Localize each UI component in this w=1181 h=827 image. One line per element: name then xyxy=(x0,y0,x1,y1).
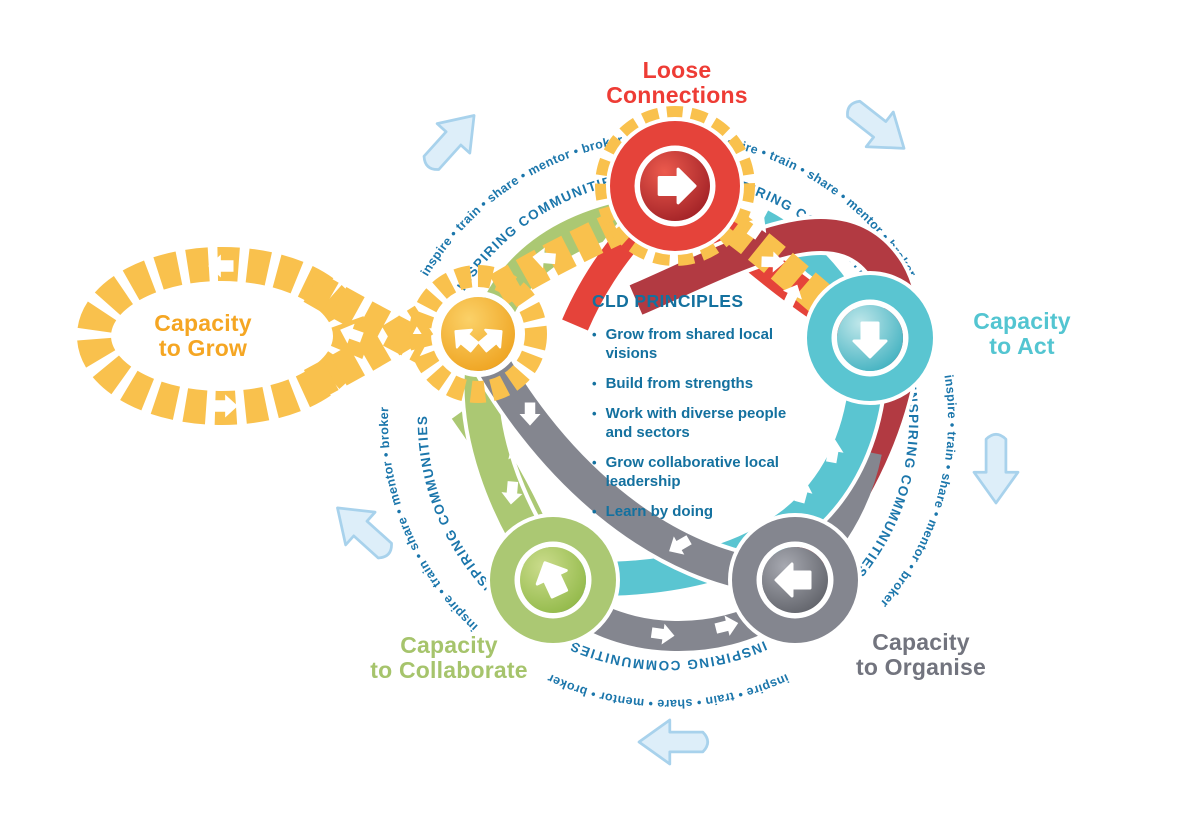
bullet-dot: • xyxy=(592,455,597,470)
label-line: Capacity xyxy=(154,310,252,336)
capacity-to-grow-node xyxy=(409,265,547,403)
flow-arrow-left-icon xyxy=(637,718,710,766)
cld-principles-heading: CLD PRINCIPLES xyxy=(592,291,744,311)
label-line: Loose xyxy=(642,57,712,83)
loose-connections-node xyxy=(595,106,755,266)
principle-text: Grow from shared local visions xyxy=(605,326,774,362)
bullet-dot: • xyxy=(592,327,597,342)
ring-text-outer-bottom: inspire • train • share • mentor • broke… xyxy=(545,671,791,711)
capacity-to-collaborate-node xyxy=(486,513,620,647)
label-line: Capacity xyxy=(973,308,1071,334)
label-line: to Act xyxy=(989,333,1055,359)
label-capacity-to-collaborate: Capacity to Collaborate xyxy=(324,633,574,683)
bullet-dot: • xyxy=(592,406,597,421)
capacity-to-act-node xyxy=(803,271,937,405)
label-line: Capacity xyxy=(400,632,498,658)
label-line: to Grow xyxy=(158,335,248,361)
label-capacity-to-organise: Capacity to Organise xyxy=(806,630,1036,680)
label-line: to Collaborate xyxy=(370,657,528,683)
capacity-to-organise-node xyxy=(728,513,862,647)
principle-text: Grow collaborative local leadership xyxy=(605,454,779,490)
cld-principles-panel: CLD PRINCIPLES • Grow from shared local … xyxy=(592,291,806,532)
flow-arrow-down-right-icon xyxy=(834,87,919,168)
label-line: Capacity xyxy=(872,629,970,655)
flow-arrow-up-right-icon xyxy=(410,99,492,183)
principle-item: • Build from strengths xyxy=(592,374,806,393)
principle-text: Learn by doing xyxy=(605,503,714,520)
principle-item: • Work with diverse people and sectors xyxy=(592,404,806,442)
label-line: to Organise xyxy=(855,654,986,680)
bullet-dot: • xyxy=(592,376,597,391)
flow-arrow-down-icon xyxy=(972,432,1020,505)
principle-text: Build from strengths xyxy=(605,375,754,392)
principle-item: • Learn by doing xyxy=(592,502,806,521)
principle-item: • Grow from shared local visions xyxy=(592,325,806,363)
principle-item: • Grow collaborative local leadership xyxy=(592,453,806,491)
svg-text:inspire • train • share • ment: inspire • train • share • mentor • broke… xyxy=(545,671,791,711)
bullet-dot: • xyxy=(592,504,597,519)
principle-text: Work with diverse people and sectors xyxy=(605,405,787,441)
label-loose-connections: Loose Connections xyxy=(567,58,787,108)
label-capacity-to-act: Capacity to Act xyxy=(932,309,1112,359)
label-capacity-to-grow: Capacity to Grow xyxy=(98,311,308,361)
label-line: Connections xyxy=(606,82,748,108)
